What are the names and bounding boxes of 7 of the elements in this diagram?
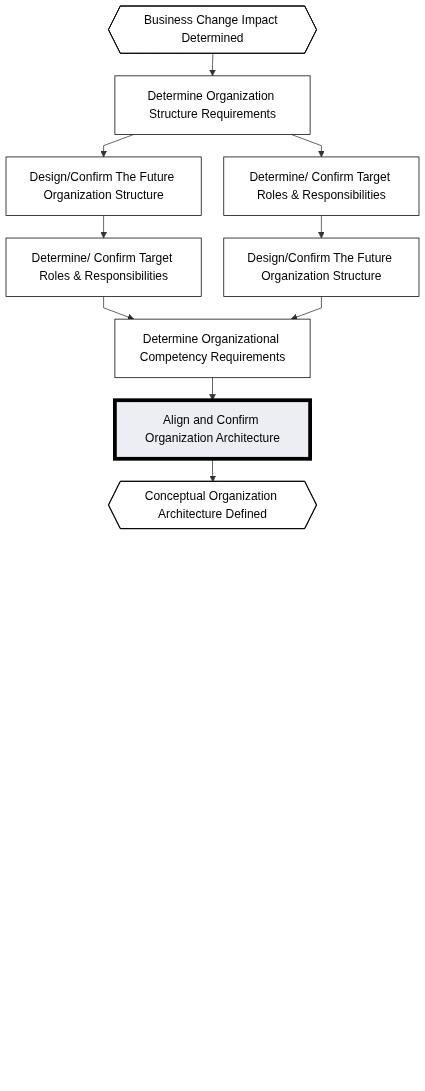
- node-box: Determine/ Confirm Target Roles & Responsibilities: [223, 156, 420, 216]
- node-box: Determine/ Confirm Target Roles & Responsibilities: [5, 237, 202, 297]
- node-box: Design/Confirm The Future Organization Structure: [5, 156, 202, 216]
- node-box: Align and Confirm Organization Architecture: [113, 398, 312, 461]
- node-box: Design/Confirm The Future Organization Structure: [223, 237, 420, 297]
- node-box: Determine Organization Structure Requirements: [114, 75, 311, 135]
- node-box: Determine Organizational Competency Requirements: [114, 318, 311, 379]
